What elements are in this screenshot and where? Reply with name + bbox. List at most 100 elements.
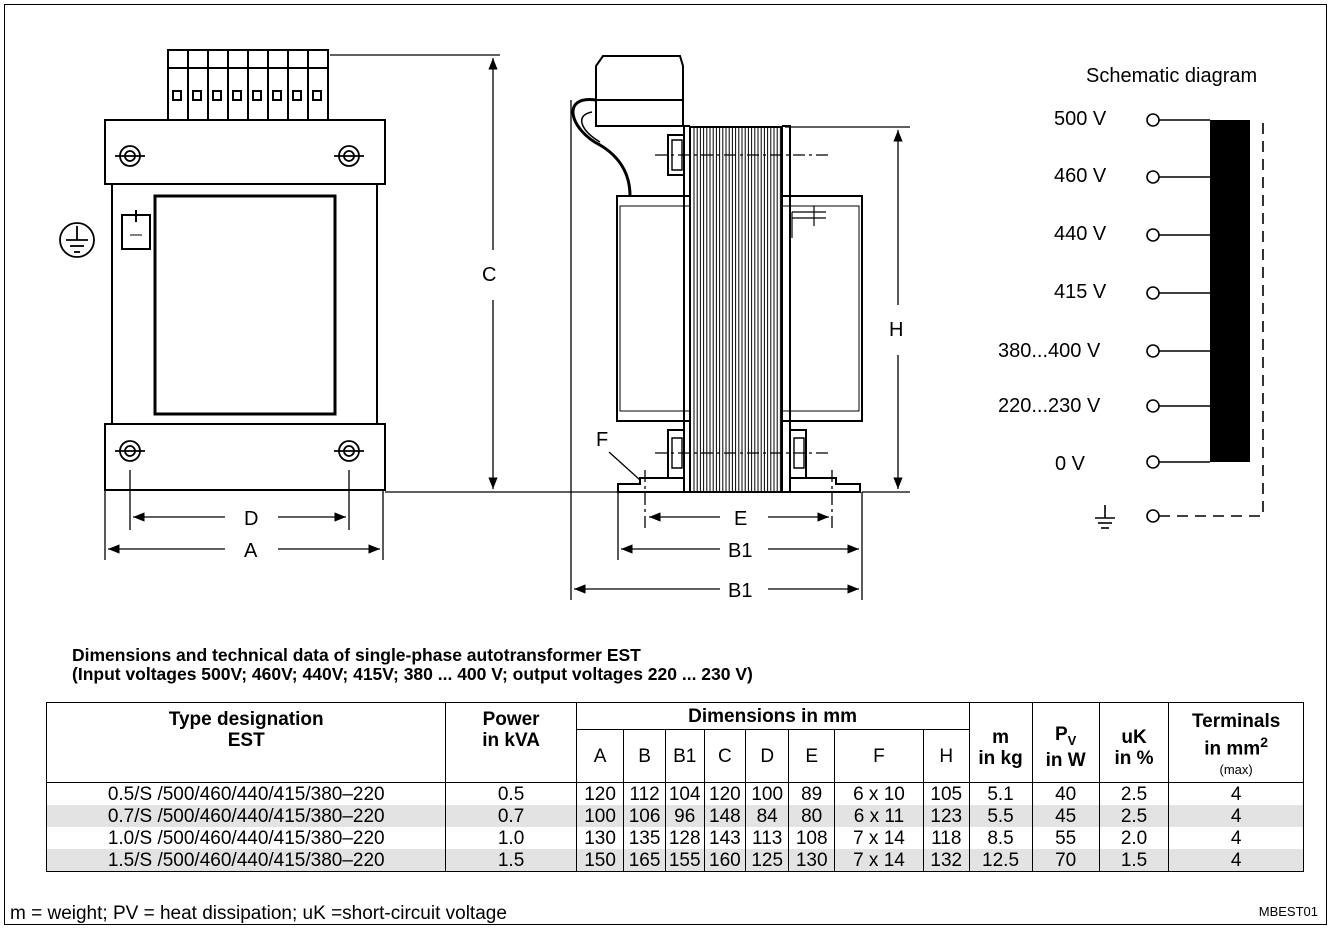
table-cell: 80 bbox=[788, 805, 835, 827]
header-text: in kVA bbox=[482, 730, 540, 751]
header-text: Type designation bbox=[168, 709, 324, 730]
tap-label: 220...230 V bbox=[998, 395, 1101, 417]
table-cell: 112 bbox=[623, 782, 666, 805]
col-header-pv: PV in W bbox=[1031, 702, 1100, 783]
table-cell: 2.5 bbox=[1098, 782, 1170, 805]
dim-col-header: B bbox=[623, 729, 666, 783]
table-cell: 135 bbox=[623, 827, 666, 849]
tap-label: 380...400 V bbox=[998, 340, 1101, 362]
footnote: m = weight; PV = heat dissipation; uK =s… bbox=[10, 903, 507, 924]
dim-label-f: F bbox=[596, 429, 608, 451]
caption-line: Dimensions and technical data of single-… bbox=[72, 645, 641, 665]
bolt-icon bbox=[333, 145, 365, 167]
dim-col-header: C bbox=[703, 729, 746, 783]
table-cell: 5.1 bbox=[968, 782, 1033, 805]
table-cell: 1.5 bbox=[445, 849, 577, 872]
dim-label-c: C bbox=[482, 264, 496, 286]
table-cell: 132 bbox=[922, 849, 970, 872]
col-header-mass: m in kg bbox=[968, 702, 1033, 783]
table-cell: 130 bbox=[575, 827, 625, 849]
center-lines bbox=[644, 154, 833, 530]
table-cell: 128 bbox=[664, 827, 705, 849]
col-header-type: Type designation EST bbox=[45, 702, 447, 783]
table-cell: 7 x 14 bbox=[833, 849, 924, 872]
header-text: in kg bbox=[978, 747, 1023, 769]
header-text: in % bbox=[1114, 747, 1154, 769]
table-cell: 2.0 bbox=[1098, 827, 1170, 849]
table-cell: 5.5 bbox=[968, 805, 1033, 827]
dim-col-header: B1 bbox=[664, 729, 705, 783]
table-cell: 113 bbox=[744, 827, 790, 849]
tap-label: 0 V bbox=[1055, 453, 1086, 475]
table-cell: 55 bbox=[1031, 827, 1100, 849]
dim-col-header: D bbox=[744, 729, 790, 783]
caption-line: (Input voltages 500V; 460V; 440V; 415V; … bbox=[72, 664, 753, 684]
table-cell: 7 x 14 bbox=[833, 827, 924, 849]
table-cell: 96 bbox=[664, 805, 705, 827]
col-header-dimensions: Dimensions in mm bbox=[575, 702, 970, 730]
dim-label-b1: B1 bbox=[728, 580, 752, 602]
dim-col-header: H bbox=[922, 729, 970, 783]
table-cell: 0.5/S /500/460/440/415/380–220 bbox=[45, 782, 447, 805]
table-cell: 106 bbox=[623, 805, 666, 827]
bolt-icon bbox=[333, 440, 365, 462]
header-text: (max) bbox=[1219, 762, 1253, 778]
table-cell: 40 bbox=[1031, 782, 1100, 805]
table-cell: 148 bbox=[703, 805, 746, 827]
core-laminations bbox=[693, 128, 781, 491]
bolt-icon bbox=[114, 145, 146, 167]
table-cell: 120 bbox=[703, 782, 746, 805]
table-cell: 118 bbox=[922, 827, 970, 849]
tap-label: 440 V bbox=[1054, 223, 1107, 245]
dim-col-header: E bbox=[788, 729, 835, 783]
header-text: PV bbox=[1054, 723, 1077, 748]
schematic-taps bbox=[1146, 113, 1264, 523]
table-cell: 120 bbox=[575, 782, 625, 805]
table-cell: 108 bbox=[788, 827, 835, 849]
header-text: in W bbox=[1045, 750, 1086, 772]
table-cell: 4 bbox=[1168, 827, 1304, 849]
table-cell: 104 bbox=[664, 782, 705, 805]
bolt-icon bbox=[114, 440, 146, 462]
tap-label: 500 V bbox=[1054, 108, 1107, 130]
dim-col-header: F bbox=[833, 729, 924, 783]
table-cell: 130 bbox=[788, 849, 835, 872]
page-frame bbox=[4, 4, 1327, 925]
earth-ground-icon bbox=[59, 222, 95, 258]
table-cell: 70 bbox=[1031, 849, 1100, 872]
ground-symbol-icon bbox=[1095, 505, 1115, 529]
dim-label-a: A bbox=[244, 540, 258, 562]
table-cell: 160 bbox=[703, 849, 746, 872]
dim-label-d: D bbox=[244, 508, 258, 530]
drawing-code: MBEST01 bbox=[1258, 904, 1318, 919]
table-cell: 2.5 bbox=[1098, 805, 1170, 827]
schematic-title: Schematic diagram bbox=[1086, 65, 1257, 87]
table-cell: 6 x 11 bbox=[833, 805, 924, 827]
table-cell: 165 bbox=[623, 849, 666, 872]
table-cell: 4 bbox=[1168, 782, 1304, 805]
header-text: Terminals bbox=[1191, 710, 1281, 732]
table-cell: 0.5 bbox=[445, 782, 577, 805]
table-cell: 6 x 10 bbox=[833, 782, 924, 805]
table-cell: 45 bbox=[1031, 805, 1100, 827]
dim-col-header: A bbox=[575, 729, 625, 783]
table-cell: 84 bbox=[744, 805, 790, 827]
table-cell: 4 bbox=[1168, 849, 1304, 872]
table-cell: 105 bbox=[922, 782, 970, 805]
table-cell: 1.5 bbox=[1098, 849, 1170, 872]
header-text: EST bbox=[227, 730, 265, 751]
header-text: m bbox=[992, 726, 1009, 748]
col-header-power: Power in kVA bbox=[445, 702, 577, 783]
table-cell: 123 bbox=[922, 805, 970, 827]
table-cell: 8.5 bbox=[968, 827, 1033, 849]
header-text: uK bbox=[1121, 726, 1147, 748]
header-text: Power bbox=[482, 709, 540, 730]
table-cell: 125 bbox=[744, 849, 790, 872]
table-cell: 89 bbox=[788, 782, 835, 805]
